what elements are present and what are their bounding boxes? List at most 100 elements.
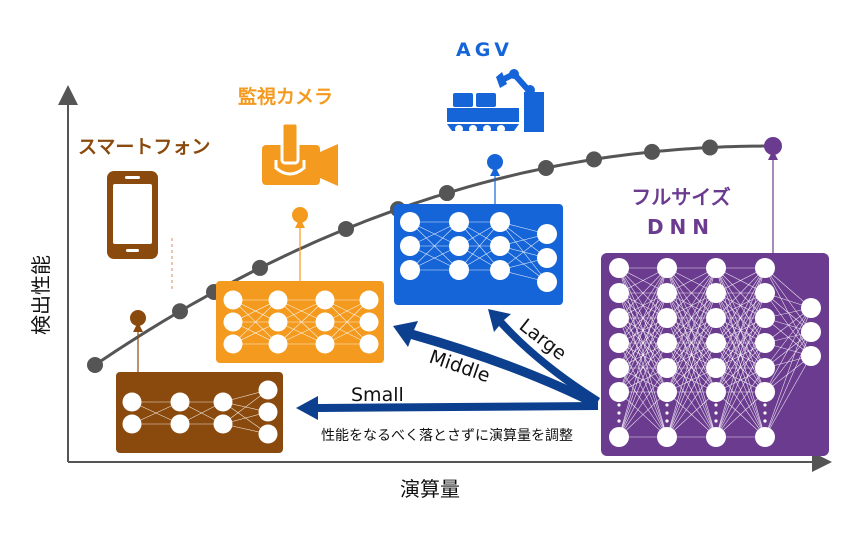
- network-edge: [232, 299, 279, 345]
- network-edge: [618, 267, 668, 344]
- agv-network: [400, 212, 557, 292]
- network-node: [657, 382, 677, 402]
- network-node: [706, 308, 726, 328]
- fullsize-label-line1: フルサイズ: [631, 185, 730, 209]
- network-edge: [715, 267, 766, 319]
- ellipsis-dot: [665, 411, 669, 415]
- network-edge: [715, 342, 766, 438]
- network-edge: [764, 331, 812, 393]
- network-node: [801, 298, 821, 318]
- network-node: [258, 402, 278, 422]
- network-edge: [618, 267, 668, 319]
- network-node: [755, 427, 775, 447]
- network-edge: [715, 267, 766, 344]
- network-edge: [618, 391, 668, 438]
- network-edge: [618, 317, 668, 393]
- network-edge: [666, 317, 717, 393]
- camera-icon: [262, 121, 338, 186]
- network-node: [755, 358, 775, 378]
- network-node: [359, 334, 379, 354]
- network-node: [223, 334, 243, 354]
- network-node: [657, 258, 677, 278]
- ellipsis-dot: [714, 411, 718, 415]
- camera-network: [223, 290, 379, 354]
- network-node: [609, 258, 629, 278]
- network-edge: [666, 342, 717, 393]
- network-edge: [764, 292, 812, 333]
- network-node: [657, 308, 677, 328]
- network-node: [400, 212, 420, 232]
- camera-label: 監視カメラ: [238, 85, 333, 108]
- x-axis-label: 演算量: [400, 477, 460, 501]
- network-node: [268, 312, 288, 332]
- fullsize-label-line2: DNN: [647, 215, 715, 239]
- network-node: [449, 236, 469, 256]
- network-edge: [666, 267, 717, 344]
- ellipsis-dot: [763, 419, 767, 423]
- network-node: [315, 312, 335, 332]
- network-edge: [764, 267, 812, 357]
- network-node: [449, 260, 469, 280]
- agv-label: AGV: [456, 39, 513, 61]
- smartphone-label: スマートフォン: [78, 136, 210, 158]
- network-edge: [764, 267, 812, 333]
- network-edge: [764, 355, 812, 438]
- network-node: [657, 333, 677, 353]
- network-node: [537, 248, 557, 268]
- network-node: [755, 333, 775, 353]
- network-node: [122, 414, 142, 434]
- network-node: [315, 334, 335, 354]
- ellipsis-dot: [665, 403, 669, 407]
- network-edge: [715, 267, 766, 369]
- network-edge: [458, 221, 501, 271]
- ellipsis-dot: [763, 411, 767, 415]
- network-node: [359, 290, 379, 310]
- ellipsis-dot: [714, 419, 718, 423]
- network-edge: [618, 292, 668, 393]
- small-arrow: [296, 396, 598, 420]
- network-node: [223, 312, 243, 332]
- network-node: [223, 290, 243, 310]
- network-edge: [618, 367, 668, 438]
- fullsize-point: [764, 137, 782, 155]
- network-edge: [666, 292, 717, 393]
- network-node: [609, 283, 629, 303]
- curve-dot: [252, 259, 268, 276]
- network-node: [755, 258, 775, 278]
- network-edge: [764, 307, 812, 393]
- network-node: [268, 334, 288, 354]
- network-edge: [764, 292, 812, 357]
- network-node: [537, 272, 557, 292]
- network-edge: [715, 317, 766, 393]
- network-edge: [666, 367, 717, 438]
- ellipsis-dot: [665, 419, 669, 423]
- curve-dot: [172, 303, 188, 320]
- network-edge: [764, 267, 812, 309]
- network-edge: [324, 299, 370, 345]
- network-edge: [618, 342, 668, 393]
- network-node: [537, 224, 557, 244]
- network-node: [170, 392, 190, 412]
- ellipsis-dot: [617, 411, 621, 415]
- network-node: [400, 236, 420, 256]
- network-node: [258, 424, 278, 444]
- fullsize-network: [609, 258, 821, 447]
- network-node: [755, 308, 775, 328]
- network-node: [706, 427, 726, 447]
- network-node: [706, 258, 726, 278]
- agv-connector-head: [490, 166, 500, 176]
- network-node: [801, 322, 821, 342]
- network-node: [706, 382, 726, 402]
- curve-dot: [702, 139, 718, 156]
- network-edge: [666, 267, 717, 319]
- network-node: [170, 414, 190, 434]
- network-edge: [715, 342, 766, 393]
- network-node: [801, 346, 821, 366]
- network-node: [359, 312, 379, 332]
- network-edge: [618, 267, 668, 369]
- ellipsis-dot: [763, 403, 767, 407]
- network-node: [755, 283, 775, 303]
- curve-dot: [87, 357, 103, 373]
- network-edge: [666, 391, 717, 438]
- smartphone-point: [130, 310, 146, 326]
